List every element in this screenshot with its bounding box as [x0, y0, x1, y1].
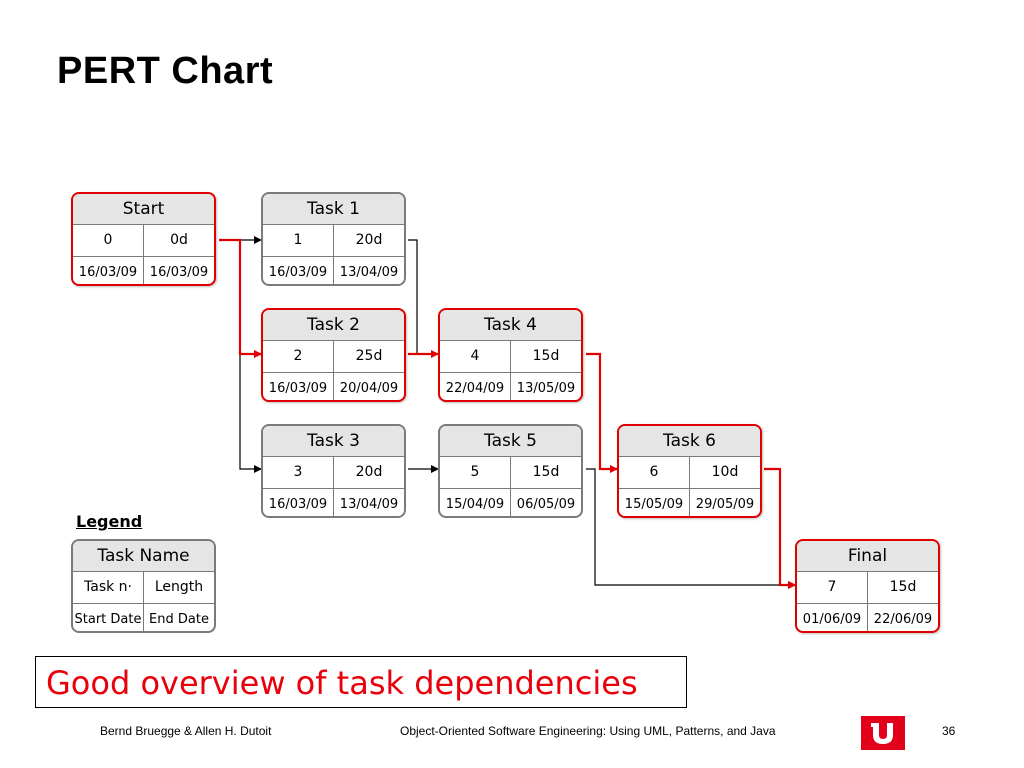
connector-start-task2: [219, 238, 262, 358]
task-node-task1: Task 1 1 20d 16/03/09 13/04/09: [261, 192, 406, 286]
task-node-task2: Task 2 2 25d 16/03/09 20/04/09: [261, 308, 406, 402]
task-name: Task 1: [263, 194, 404, 225]
task-start-date: 16/03/09: [263, 373, 334, 400]
task-start-date: 01/06/09: [797, 604, 868, 631]
task-number: 1: [263, 225, 334, 256]
task-name: Task 4: [440, 310, 581, 341]
task-number: 7: [797, 572, 868, 603]
connector-task5-final: [586, 468, 796, 589]
task-end-date: 13/04/09: [339, 497, 399, 512]
task-number: 3: [263, 457, 334, 488]
task-start-date: 16/03/09: [263, 257, 334, 284]
task-name: Final: [797, 541, 938, 572]
task-length: 15d: [889, 579, 917, 595]
task-start-date: 15/04/09: [440, 489, 511, 516]
task-end-date: 16/03/09: [149, 265, 209, 280]
connector-task1-task4: [408, 239, 438, 355]
task-name: Task 6: [619, 426, 760, 457]
task-name: Start: [73, 194, 214, 225]
legend-task-name: Task Name: [73, 541, 214, 572]
legend-task-number: Task n·: [73, 572, 144, 603]
task-number: 2: [263, 341, 334, 372]
task-end-date: 20/04/09: [339, 381, 399, 396]
task-node-task4: Task 4 4 15d 22/04/09 13/05/09: [438, 308, 583, 402]
task-node-task3: Task 3 3 20d 16/03/09 13/04/09: [261, 424, 406, 518]
task-length: 25d: [355, 348, 383, 364]
task-node-task5: Task 5 5 15d 15/04/09 06/05/09: [438, 424, 583, 518]
task-end-date: 29/05/09: [695, 497, 755, 512]
task-node-start: Start 0 0d 16/03/09 16/03/09: [71, 192, 216, 286]
task-start-date: 15/05/09: [619, 489, 690, 516]
footer-book-title: Object-Oriented Software Engineering: Us…: [400, 724, 776, 738]
task-end-date: 13/05/09: [516, 381, 576, 396]
task-end-date: 22/06/09: [873, 612, 933, 627]
legend-node: Task Name Task n· Length Start Date End Da…: [71, 539, 216, 633]
task-length: 10d: [711, 464, 739, 480]
legend-title: Legend: [76, 512, 143, 531]
task-node-task6: Task 6 6 10d 15/05/09 29/05/09: [617, 424, 762, 518]
slide-title: PERT Chart: [57, 50, 274, 92]
footer-authors: Bernd Bruegge & Allen H. Dutoit: [100, 724, 272, 738]
legend-end-date: End Date: [149, 612, 209, 627]
task-number: 5: [440, 457, 511, 488]
task-length: 20d: [355, 232, 383, 248]
connector-task4-task6: [586, 352, 618, 473]
task-end-date: 06/05/09: [516, 497, 576, 512]
task-start-date: 22/04/09: [440, 373, 511, 400]
task-name: Task 3: [263, 426, 404, 457]
task-number: 4: [440, 341, 511, 372]
task-node-final: Final 7 15d 01/06/09 22/06/09: [795, 539, 940, 633]
task-start-date: 16/03/09: [263, 489, 334, 516]
callout-box: Good overview of task dependencies: [35, 656, 687, 708]
legend-length: Length: [154, 579, 204, 595]
task-number: 0: [73, 225, 144, 256]
task-number: 6: [619, 457, 690, 488]
page-number: 36: [942, 724, 956, 738]
task-length: 15d: [532, 464, 560, 480]
task-start-date: 16/03/09: [73, 257, 144, 284]
task-length: 15d: [532, 348, 560, 364]
task-length: 20d: [355, 464, 383, 480]
tum-logo-icon: [861, 716, 905, 750]
task-name: Task 5: [440, 426, 581, 457]
task-length: 0d: [170, 232, 188, 248]
legend-start-date: Start Date: [73, 604, 144, 631]
connector-task6-final: [764, 467, 796, 589]
task-name: Task 2: [263, 310, 404, 341]
task-end-date: 13/04/09: [339, 265, 399, 280]
